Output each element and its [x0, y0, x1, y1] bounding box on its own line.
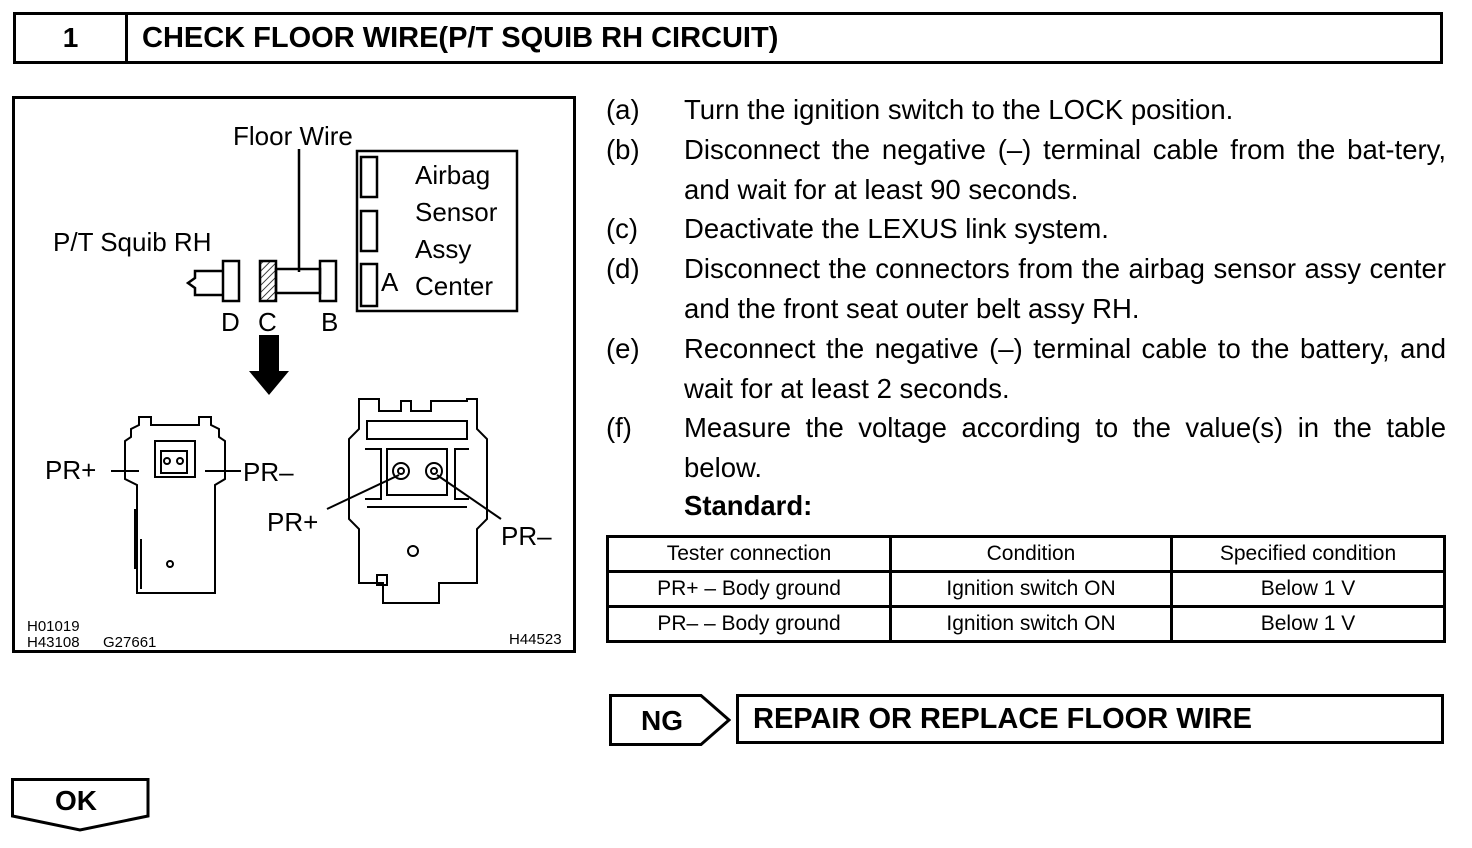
ok-label: OK — [55, 785, 97, 816]
figure-code-3: G27661 — [103, 634, 156, 650]
step-tag: (f) — [606, 412, 632, 443]
connector-b-label: B — [321, 307, 338, 337]
step-title: CHECK FLOOR WIRE(P/T SQUIB RH CIRCUIT) — [142, 21, 779, 54]
step-header: 1 CHECK FLOOR WIRE(P/T SQUIB RH CIRCUIT) — [13, 12, 1443, 64]
step-text: Measure the voltage according to the val… — [684, 412, 1446, 483]
ng-action: REPAIR OR REPLACE FLOOR WIRE — [736, 694, 1444, 744]
table-cell: PR– – Body ground — [606, 605, 892, 643]
squib-plug — [185, 269, 223, 297]
table-row: PR– – Body ground Ignition switch ON Bel… — [606, 605, 1446, 643]
sensor-label-line-4: Center — [415, 271, 493, 301]
pr-minus-label-left: PR– — [243, 457, 294, 487]
sensor-label-line-3: Assy — [415, 234, 471, 264]
connector-a-shape — [359, 262, 379, 308]
table-cell: Below 1 V — [1170, 605, 1446, 643]
step-text: Reconnect the negative (–) terminal cabl… — [684, 333, 1446, 404]
ok-tag: OK — [11, 778, 150, 832]
figure-code-4: H44523 — [509, 631, 562, 648]
sensor-slot-2 — [359, 209, 379, 253]
squib-label: P/T Squib RH — [53, 227, 211, 257]
table-header-cell: Tester connection — [606, 535, 892, 573]
step-text: Deactivate the LEXUS link system. — [684, 213, 1109, 244]
floor-wire-label: Floor Wire — [233, 121, 353, 151]
figure-code-1: H01019 — [27, 618, 80, 635]
pr-plus-label-left: PR+ — [45, 455, 96, 485]
ng-tag: NG — [609, 694, 731, 746]
table-cell: PR+ – Body ground — [606, 570, 892, 608]
squib-connector-face — [124, 416, 226, 594]
table-cell: Ignition switch ON — [889, 570, 1173, 608]
sensor-label-line-1: Airbag — [415, 160, 490, 190]
step-text: Turn the ignition switch to the LOCK pos… — [684, 94, 1234, 125]
connector-a-label: A — [381, 267, 399, 297]
sensor-slot-1 — [359, 155, 379, 199]
specification-table: Tester connection Condition Specified co… — [606, 535, 1446, 643]
standard-label: Standard: — [684, 490, 813, 521]
sensor-label-line-2: Sensor — [415, 197, 498, 227]
step-text: Disconnect the connectors from the airba… — [684, 253, 1446, 324]
ng-label: NG — [641, 705, 683, 736]
step-tag: (a) — [606, 94, 640, 125]
table-row: PR+ – Body ground Ignition switch ON Bel… — [606, 570, 1446, 608]
connector-c-label: C — [258, 307, 277, 337]
step-tag: (d) — [606, 253, 640, 284]
sensor-connector-face — [348, 398, 488, 604]
connector-c-shape — [258, 259, 278, 303]
diagram-svg: Floor Wire Airbag Sensor Assy Center A P… — [27, 121, 562, 650]
pr-minus-label-right: PR– — [501, 521, 552, 551]
step-tag: (c) — [606, 213, 639, 244]
step-tag: (b) — [606, 134, 640, 165]
step-text: Disconnect the negative (–) terminal cab… — [684, 134, 1446, 205]
connector-b-shape — [318, 259, 338, 303]
connector-d-shape — [221, 259, 241, 303]
pr-plus-label-right: PR+ — [267, 507, 318, 537]
table-header-cell: Specified condition — [1170, 535, 1446, 573]
step-number: 1 — [16, 15, 128, 61]
connector-diagram: Floor Wire Airbag Sensor Assy Center A P… — [12, 96, 576, 653]
step-tag: (e) — [606, 333, 640, 364]
down-arrow-icon — [249, 335, 289, 395]
table-cell: Below 1 V — [1170, 570, 1446, 608]
table-header-row: Tester connection Condition Specified co… — [606, 535, 1446, 573]
table-cell: Ignition switch ON — [889, 605, 1173, 643]
figure-code-2: H43108 — [27, 634, 80, 650]
table-header-cell: Condition — [889, 535, 1173, 573]
connector-d-label: D — [221, 307, 240, 337]
sensor-box — [355, 149, 519, 313]
